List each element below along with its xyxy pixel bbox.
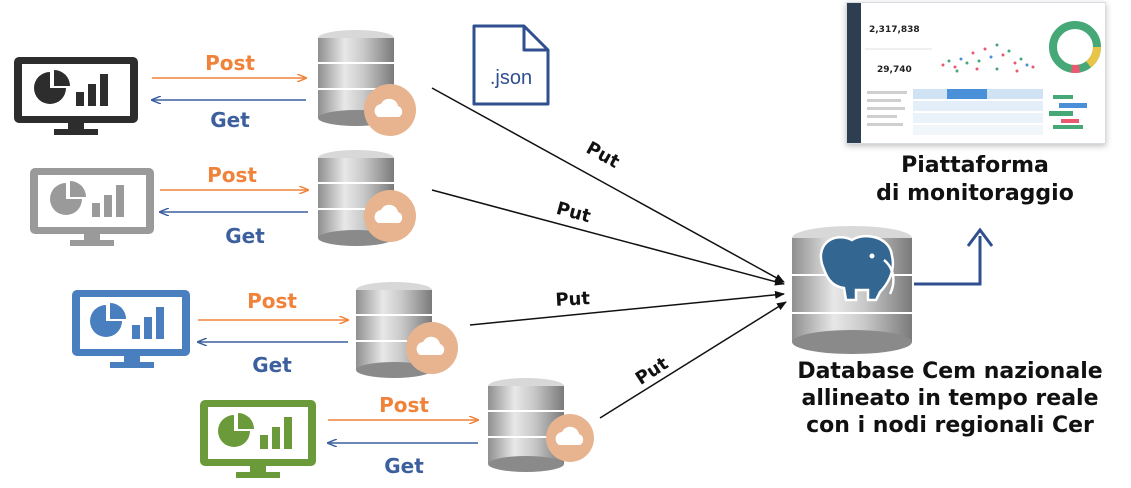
- put-arrow-2: [431, 189, 785, 286]
- get-label-4: Get: [384, 454, 424, 478]
- client-4-monitor-icon: [200, 400, 316, 478]
- arrow-to-platform-head: [966, 227, 994, 247]
- database-caption: Database Cem nazionale allineato in temp…: [770, 358, 1130, 439]
- platform-caption-line-2: di monitoraggio: [876, 181, 1074, 206]
- central-database-icon: [792, 226, 912, 354]
- put-label-2: Put: [554, 198, 593, 227]
- dashboard-value-1: 2,317,838: [869, 25, 920, 35]
- client-3-monitor-icon: [72, 290, 190, 368]
- put-arrow-4: [599, 301, 787, 419]
- get-label-3: Get: [252, 353, 292, 377]
- server-3-icon: [356, 282, 458, 378]
- post-label-1: Post: [205, 51, 255, 75]
- put-arrow-1: [431, 87, 785, 283]
- dashboard-sidebar: [847, 3, 861, 143]
- platform-caption: Piattaforma di monitoraggio: [845, 152, 1105, 208]
- post-label-3: Post: [247, 289, 297, 313]
- dashboard-donut-chart: [1049, 21, 1101, 73]
- client-2-monitor-icon: [30, 168, 154, 246]
- put-label-3: Put: [555, 288, 591, 311]
- dashboard-charts: [865, 21, 1101, 135]
- client-1-monitor-icon: [14, 57, 138, 135]
- post-label-2: Post: [207, 163, 257, 187]
- dashboard-word-cloud: [1049, 95, 1087, 129]
- dashboard-value-2: 29,740: [877, 65, 912, 75]
- post-label-4: Post: [379, 393, 429, 417]
- postgresql-elephant-icon: [819, 235, 895, 302]
- dashboard-table: [867, 91, 907, 126]
- monitoring-dashboard-thumbnail: 2,317,838 29,740: [846, 2, 1106, 144]
- dashboard-heatmap: [913, 89, 1043, 135]
- database-caption-line-2: allineato in tempo reale: [801, 386, 1099, 411]
- database-caption-line-1: Database Cem nazionale: [797, 359, 1103, 384]
- put-arrow-3: [469, 290, 785, 326]
- server-4-icon: [488, 378, 594, 472]
- put-label-4: Put: [632, 353, 673, 390]
- server-2-icon: [318, 150, 416, 246]
- server-1-icon: [318, 30, 416, 136]
- put-label-1: Put: [582, 138, 623, 173]
- json-label: .json: [490, 67, 532, 89]
- platform-caption-line-1: Piattaforma: [901, 153, 1049, 178]
- arrow-to-platform: [914, 236, 982, 286]
- get-label-1: Get: [210, 108, 250, 132]
- dashboard-scatter-plot: [941, 43, 1035, 73]
- json-file-icon: .json: [472, 24, 550, 106]
- database-caption-line-3: con i nodi regionali Cer: [806, 413, 1094, 438]
- get-label-2: Get: [225, 224, 265, 248]
